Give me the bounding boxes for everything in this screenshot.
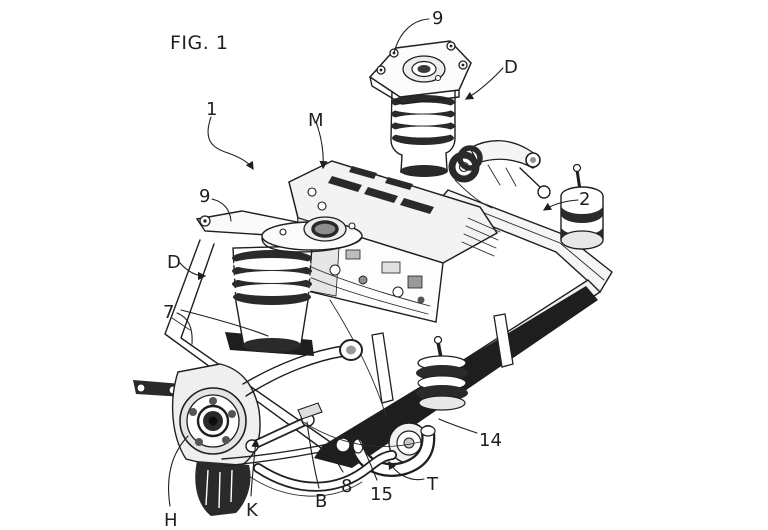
ref-label-H: H (164, 510, 178, 530)
ref-label-1: 1 (206, 99, 217, 120)
leader-2 (542, 199, 579, 211)
leader-1 (207, 116, 254, 171)
leader-9-left (211, 198, 232, 222)
ref-label-2: 2 (579, 189, 590, 210)
leader-D-right (464, 67, 504, 100)
ref-label-T: T (426, 474, 439, 495)
air-bellows-lower-right (416, 335, 468, 411)
ref-label-9-left: 9 (199, 186, 210, 207)
ref-label-14: 14 (479, 430, 502, 451)
ref-label-M: M (308, 110, 324, 131)
ref-label-9-top: 9 (432, 8, 443, 29)
leader-14 (438, 418, 478, 434)
leader-7a (176, 312, 193, 345)
hose-and-bar (245, 419, 421, 497)
leader-7b (180, 309, 269, 337)
ref-label-15: 15 (370, 484, 393, 505)
figure-caption: FIG. 1 (170, 32, 228, 54)
pressure-line-elbow (351, 422, 436, 477)
ref-label-B: B (315, 491, 327, 512)
leader-D-left (179, 262, 207, 281)
leader-T (388, 460, 425, 481)
leader-B (306, 421, 320, 489)
ref-label-8: 8 (341, 476, 352, 497)
leader-lines (168, 18, 579, 507)
leader-8 (330, 447, 344, 473)
leader-K (250, 438, 260, 497)
ref-label-D-right: D (504, 57, 518, 78)
leader-15 (357, 437, 378, 481)
air-spring-strut-front (195, 210, 363, 352)
subframe-bushing-right (560, 163, 604, 250)
reference-numerals: FIG. 1 9 D M 1 9 2 D 7 14 T 15 8 B K H (163, 8, 590, 530)
knuckle-hub-assembly (133, 339, 363, 516)
leader-M (315, 121, 328, 170)
ref-label-K: K (246, 500, 259, 521)
ref-label-7: 7 (163, 302, 174, 323)
leader-H (168, 435, 189, 507)
leader-9-top (393, 18, 430, 54)
upper-right-linkage (457, 140, 551, 199)
air-spring-strut-rear (368, 40, 472, 177)
ref-label-D-left: D (167, 252, 181, 273)
